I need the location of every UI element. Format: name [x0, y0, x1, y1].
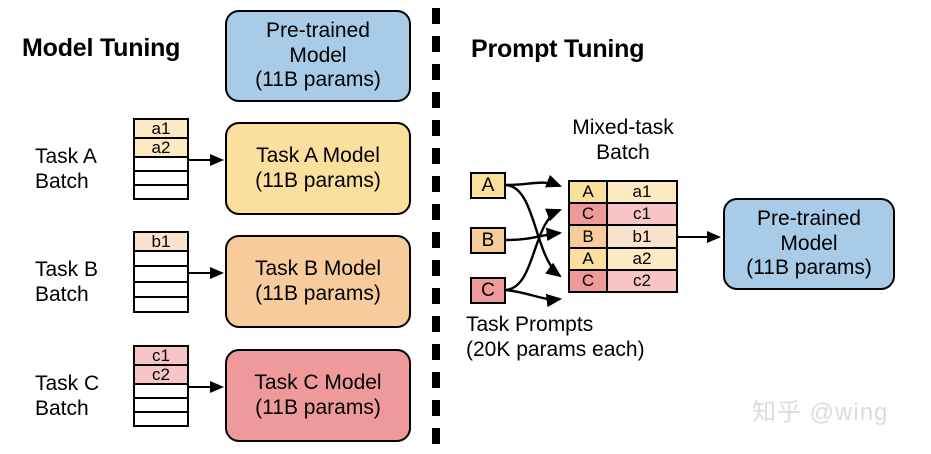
right-pretrained-line-3: (11B params) — [746, 256, 872, 280]
task-a-batch-label: Task A Batch — [35, 145, 97, 195]
mixed-task-batch-caption: Mixed-task Batch — [558, 115, 688, 165]
mixed-row-task-tag: C — [570, 204, 608, 225]
task-b-arrow — [189, 267, 224, 279]
mixed-row-task-tag: C — [570, 270, 608, 292]
task-c-batch-label-line-2: Batch — [35, 396, 89, 420]
task-a-batch-row — [135, 172, 187, 186]
left-pretrained-line-3: (11B params) — [255, 68, 381, 92]
mixed-row-sample-value: a1 — [608, 182, 676, 203]
right-pretrained-line-2: Model — [780, 231, 838, 255]
left-pretrained-line-2: Model — [289, 43, 347, 67]
task-a-batch-row — [135, 158, 187, 172]
task-c-batch-label: Task C Batch — [35, 372, 99, 422]
task-a-batch-label-line-1: Task A — [35, 145, 97, 168]
watermark: 知乎 @wing — [752, 399, 889, 426]
mixed-row-sample-value: a2 — [608, 248, 676, 269]
right-pretrained-line-1: Pre-trained — [757, 207, 861, 231]
prompt-fanout-arrows — [506, 174, 563, 308]
mixed-row-sample-value: c1 — [608, 204, 676, 225]
task-a-batch-row: a1 — [135, 120, 187, 139]
task-b-batch-row — [135, 252, 187, 268]
task-prompts-caption: Task Prompts (20K params each) — [466, 312, 645, 362]
task-b-batch-row — [135, 283, 187, 298]
task-b-batch-row — [135, 298, 187, 311]
task-prompt-chip-b: B — [470, 227, 506, 254]
task-b-batch-label-line-2: Batch — [35, 282, 89, 306]
task-a-batch-label-line-2: Batch — [35, 169, 89, 193]
mixed-batch-to-model-arrow — [678, 231, 721, 243]
model-tuning-title: Model Tuning — [22, 34, 181, 62]
task-b-model-box: Task B Model (11B params) — [225, 235, 411, 328]
task-b-batch-table: b1 — [133, 231, 189, 313]
panel-divider — [432, 8, 440, 448]
task-a-model-line-1: Task A Model — [256, 144, 380, 168]
mixed-row-sample-value: b1 — [608, 226, 676, 247]
task-prompt-chip-b-label: B — [481, 229, 495, 251]
task-b-batch-label: Task B Batch — [35, 258, 98, 308]
right-pretrained-model-box: Pre-trained Model (11B params) — [723, 198, 895, 290]
task-c-batch-row: c2 — [135, 366, 187, 385]
task-prompt-chip-a: A — [470, 172, 506, 199]
task-prompts-caption-line-1: Task Prompts — [466, 313, 594, 336]
task-c-batch-row — [135, 413, 187, 425]
task-a-batch-row — [135, 186, 187, 198]
task-prompt-chip-c-label: C — [481, 279, 495, 301]
task-b-batch-row — [135, 267, 187, 283]
task-b-model-line-2: (11B params) — [255, 281, 381, 305]
task-a-arrow — [189, 154, 224, 166]
task-c-model-line-1: Task C Model — [254, 371, 382, 395]
task-b-batch-row: b1 — [135, 233, 187, 252]
mixed-task-batch-caption-line-1: Mixed-task — [572, 116, 674, 139]
task-b-batch-label-line-1: Task B — [35, 258, 99, 281]
mixed-task-batch-caption-line-2: Batch — [596, 141, 650, 165]
mixed-row-task-tag: A — [570, 182, 608, 203]
prompt-tuning-title: Prompt Tuning — [471, 35, 645, 63]
mixed-row-task-tag: A — [570, 248, 608, 269]
mixed-row-task-tag: B — [570, 226, 608, 247]
task-a-batch-row: a2 — [135, 139, 187, 158]
left-pretrained-line-1: Pre-trained — [266, 19, 370, 43]
mixed-row-sample-value: c2 — [608, 270, 676, 292]
task-c-batch-row: c1 — [135, 347, 187, 366]
task-prompt-chip-a-label: A — [481, 174, 495, 196]
task-a-model-line-2: (11B params) — [255, 168, 381, 192]
task-a-model-box: Task A Model (11B params) — [225, 122, 411, 215]
task-c-model-line-2: (11B params) — [255, 395, 381, 419]
task-c-batch-row — [135, 385, 187, 399]
task-b-model-line-1: Task B Model — [254, 257, 382, 281]
task-prompt-chip-c: C — [470, 277, 506, 304]
task-prompts-caption-line-2: (20K params each) — [466, 338, 645, 362]
task-c-model-box: Task C Model (11B params) — [225, 349, 411, 442]
task-c-batch-label-line-1: Task C — [35, 372, 100, 395]
task-c-batch-row — [135, 399, 187, 413]
left-pretrained-model-box: Pre-trained Model (11B params) — [225, 10, 411, 102]
task-c-arrow — [189, 381, 224, 393]
